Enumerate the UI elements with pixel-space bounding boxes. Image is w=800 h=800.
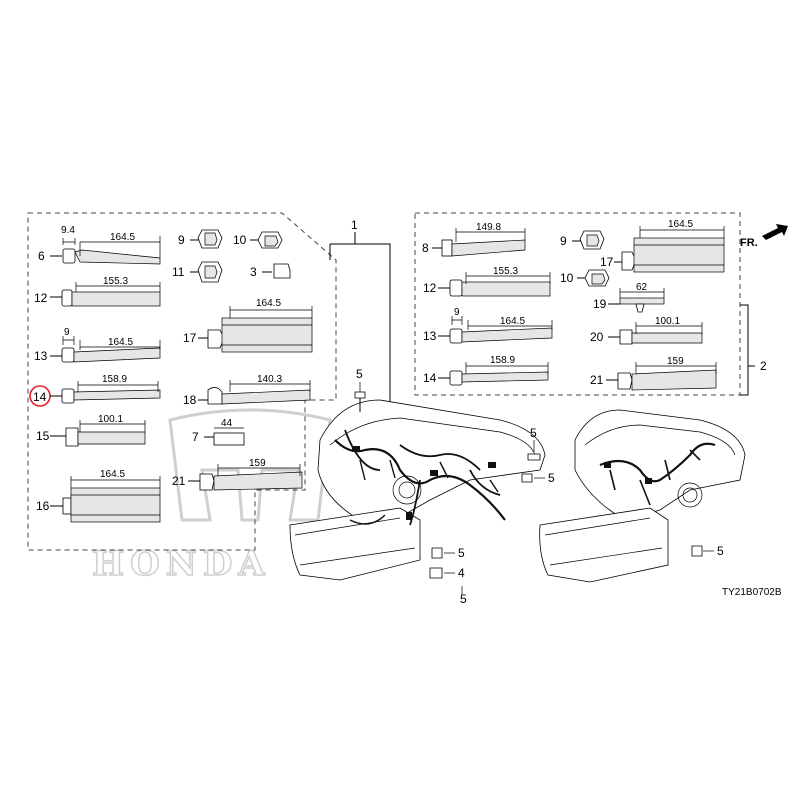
callout-12: 12 — [34, 291, 48, 305]
bolt-5-bottom: 5 — [460, 586, 467, 606]
diagram-code: TY21B0702B — [722, 587, 782, 598]
callout-5: 5 — [356, 367, 363, 381]
callout-14: 14 — [33, 390, 47, 404]
callout-1: 1 — [351, 218, 358, 232]
part-12-right: 12 155.3 — [423, 266, 551, 297]
part-12: 12 155.3 — [34, 276, 161, 307]
callout-9: 9 — [178, 233, 185, 247]
part-8: 8 149.8 — [422, 222, 526, 257]
dim-14-length: 158.9 — [102, 374, 127, 385]
part-19: 19 62 — [593, 282, 665, 313]
part-10-left: 10 — [233, 231, 283, 249]
part-3: 3 — [250, 263, 291, 279]
direction-label: FR. — [740, 237, 758, 249]
callout-17: 17 — [183, 331, 197, 345]
callout-21-right: 21 — [590, 373, 604, 387]
callout-5: 5 — [458, 546, 465, 560]
dim-12-length: 155.3 — [103, 276, 128, 287]
callout-2-leader — [740, 304, 755, 396]
callout-5: 5 — [717, 544, 724, 558]
callout-20: 20 — [590, 330, 604, 344]
callout-19: 19 — [593, 297, 607, 311]
part-14: 14 158.9 — [29, 374, 161, 407]
callout-2: 2 — [760, 359, 767, 373]
bolt-5-right: 5 — [521, 471, 555, 485]
part-21-right: 21 159 — [590, 356, 717, 391]
dim-13-right-length: 164.5 — [500, 316, 525, 327]
dim-20-length: 100.1 — [655, 316, 680, 327]
arrow-icon — [762, 224, 788, 240]
dim-13-length: 164.5 — [108, 337, 133, 348]
part-16: 16 164.5 — [36, 469, 161, 523]
bolt-5-lower: 5 — [431, 546, 465, 560]
dim-13-right-width: 9 — [454, 307, 460, 318]
callout-17-right: 17 — [600, 255, 614, 269]
part-21-left: 21 159 — [172, 458, 303, 491]
callout-4: 4 — [458, 566, 465, 580]
callout-5: 5 — [530, 426, 537, 440]
dim-21-length: 159 — [249, 458, 266, 469]
part-18: 18 140.3 — [183, 374, 311, 407]
part-20: 20 100.1 — [590, 316, 703, 345]
callout-16: 16 — [36, 499, 50, 513]
part-10-right: 10 — [560, 269, 610, 287]
dim-21-right-length: 159 — [667, 356, 684, 367]
callout-21: 21 — [172, 474, 186, 488]
bolt-5-right-assembly: 5 — [691, 544, 724, 558]
part-13-right: 13 9 164.5 — [423, 307, 553, 344]
callout-6: 6 — [38, 249, 45, 263]
bolt-5-top: 5 — [354, 367, 366, 412]
callout-10: 10 — [233, 233, 247, 247]
dim-16-length: 164.5 — [100, 469, 125, 480]
bolt-5-upper-right: 5 — [527, 426, 541, 461]
callout-8: 8 — [422, 241, 429, 255]
part-9-left: 9 — [178, 229, 223, 249]
callout-13: 13 — [34, 349, 48, 363]
part-17-right: 17 164.5 — [600, 219, 725, 273]
callout-5: 5 — [460, 592, 467, 606]
callout-15: 15 — [36, 429, 50, 443]
part-11: 11 — [172, 261, 223, 283]
callout-7: 7 — [192, 430, 199, 444]
dim-19-length: 62 — [636, 282, 648, 293]
callout-13-right: 13 — [423, 329, 437, 343]
part-9-right: 9 — [560, 230, 605, 250]
part-6: 6 9.4 164.5 — [38, 225, 161, 265]
bolt-4: 4 — [429, 566, 465, 580]
dim-6-length: 164.5 — [110, 232, 135, 243]
dim-12-right-length: 155.3 — [493, 266, 518, 277]
callout-3: 3 — [250, 265, 257, 279]
part-14-right: 14 158.9 — [423, 355, 549, 386]
dashboard-right — [539, 409, 746, 583]
dim-13-width: 9 — [64, 327, 70, 338]
dim-17-right-length: 164.5 — [668, 219, 693, 230]
dashboard-left — [289, 399, 546, 581]
front-direction-arrow: FR. — [740, 224, 788, 249]
dim-17-length: 164.5 — [256, 298, 281, 309]
callout-18: 18 — [183, 393, 197, 407]
part-13: 13 9 164.5 — [34, 327, 161, 363]
callout-9-right: 9 — [560, 234, 567, 248]
dim-14-right-length: 158.9 — [490, 355, 515, 366]
dim-15-length: 100.1 — [98, 414, 123, 425]
dim-18-length: 140.3 — [257, 374, 282, 385]
dim-6-width: 9.4 — [61, 225, 75, 236]
callout-5: 5 — [548, 471, 555, 485]
callout-10-right: 10 — [560, 271, 574, 285]
left-group-outline — [27, 212, 337, 551]
dim-7-length: 44 — [221, 418, 233, 429]
callout-11: 11 — [172, 265, 185, 279]
part-15: 15 100.1 — [36, 414, 146, 447]
part-7: 7 44 — [192, 418, 245, 446]
part-17-left: 17 164.5 — [183, 298, 313, 353]
callout-14-right: 14 — [423, 371, 437, 385]
right-group-outline — [414, 212, 741, 396]
callout-12-right: 12 — [423, 281, 437, 295]
dim-8-length: 149.8 — [476, 222, 501, 233]
